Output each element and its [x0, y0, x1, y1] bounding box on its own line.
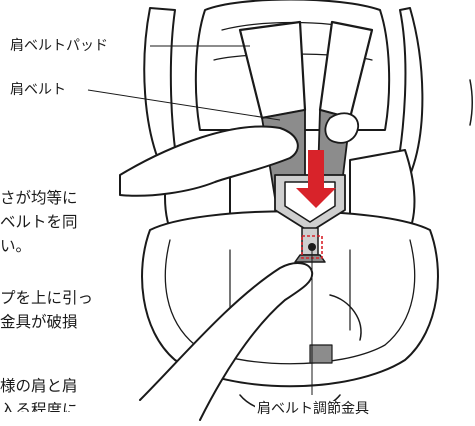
body-text-line-7: 入る程度に — [0, 398, 126, 412]
label-adjuster-fitting: 肩ベルト調節金具 — [255, 401, 371, 417]
body-text-line-2: ベルトを同 — [0, 210, 126, 234]
right-hand — [325, 113, 358, 143]
body-text-line-1: さが均等に — [0, 186, 126, 210]
label-shoulder-belt-pad: 肩ベルトパッド — [8, 38, 110, 54]
body-text-line-6: 様の肩と肩 — [0, 374, 126, 398]
label-shoulder-belt: 肩ベルト — [8, 82, 68, 98]
body-text-line-5: 金具が破損 — [0, 310, 126, 334]
body-text-line-3: い。 — [0, 234, 126, 258]
body-text-line-4: プを上に引っ — [0, 286, 126, 310]
